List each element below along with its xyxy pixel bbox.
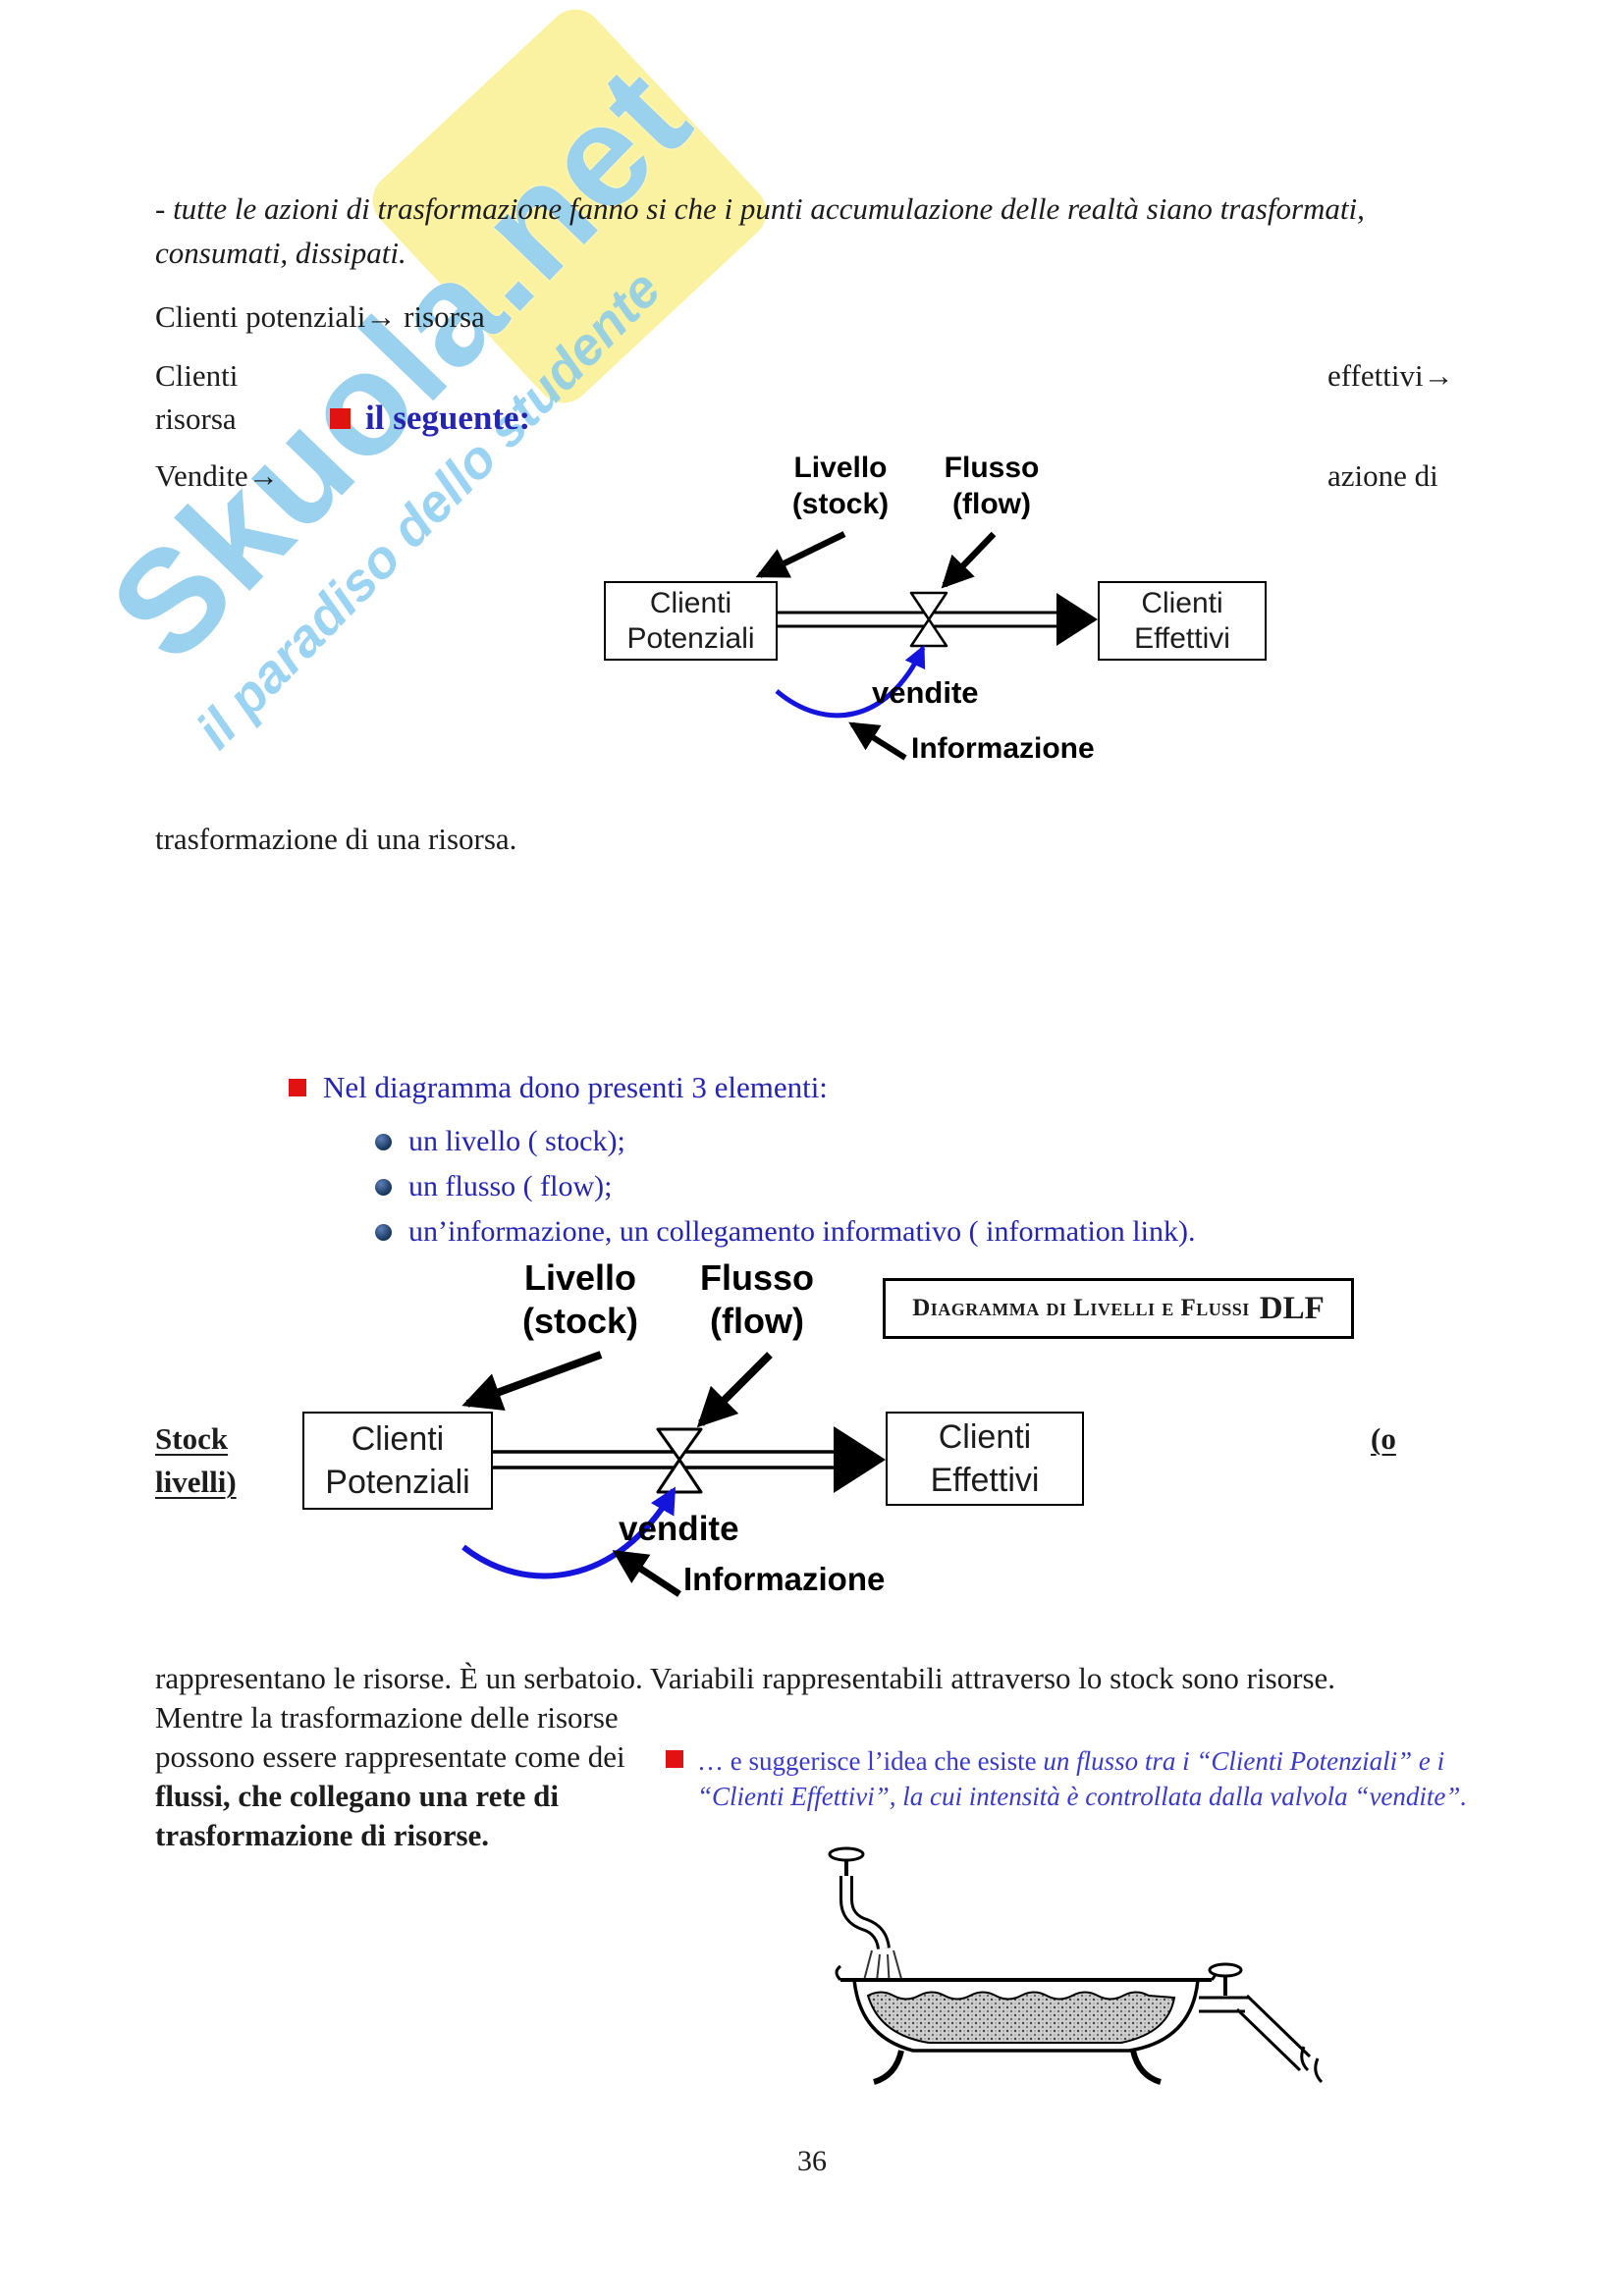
diagram2-canvas (461, 1351, 886, 1597)
box-text: Effettivi (1134, 621, 1230, 655)
flusso-label-line2: (flow) (952, 488, 1031, 520)
stock-box-clienti-effettivi: Clienti Effettivi (886, 1412, 1084, 1506)
list-item-label: un’informazione, un collegamento informa… (408, 1215, 1196, 1248)
livello-label-line1: Livello (793, 452, 888, 484)
red-square-bullet (289, 1079, 306, 1096)
intro-line-1: - tutte le azioni di trasformazione fann… (155, 191, 1365, 226)
intro-paragraph: - tutte le azioni di trasformazione fann… (155, 187, 1549, 275)
box-text: Effettivi (930, 1462, 1040, 1499)
stock-box-clienti-potenziali: Clienti Potenziali (604, 581, 778, 661)
clienti-word: Clienti (155, 358, 239, 393)
red-square-bullet (666, 1750, 683, 1768)
flusso-pointer-arrow (696, 1352, 773, 1428)
vendite-info-arc (775, 644, 926, 719)
box-text: Potenziali (325, 1464, 470, 1501)
page-number: 36 (797, 2145, 827, 2177)
livello-label: Livello (stock) (507, 1256, 654, 1343)
navy-bullet-icon (375, 1223, 392, 1241)
body-bold-text: flussi, che collegano una rete di trasfo… (155, 1779, 560, 1852)
box-text: Clienti (938, 1418, 1032, 1456)
dlf-title: Diagramma di Livelli e Flussi (912, 1295, 1250, 1321)
faucet-valve-icon (828, 1846, 865, 1880)
outlet-valve-icon (1208, 1962, 1243, 1996)
livello-label-line1: Livello (523, 1257, 637, 1298)
list-item-label: un flusso ( flow); (408, 1170, 613, 1202)
body-paragraph: rappresentano le risorse. È un serbatoio… (155, 1659, 1500, 1855)
navy-bullet-icon (375, 1133, 392, 1150)
stock-label-line2: livelli) (155, 1465, 237, 1499)
flusso-label-line2: (flow) (710, 1301, 804, 1341)
vendite-label: vendite (872, 675, 979, 710)
elements-heading: Nel diagramma dono presenti 3 elementi: (323, 1070, 828, 1104)
livello-label-line2: (stock) (791, 488, 890, 520)
flusso-label: Flusso (flow) (683, 1256, 831, 1343)
clienti-potenziali-line: Clienti potenziali→ risorsa (155, 299, 485, 334)
risorsa-word: risorsa (155, 401, 237, 436)
il-seguente-label: il seguente: (365, 399, 531, 437)
trasformazione-line: trasformazione di una risorsa. (155, 822, 517, 856)
stock-label-line1: Stock (155, 1421, 229, 1456)
list-item: un’informazione, un collegamento informa… (375, 1209, 1195, 1255)
stock-label-right: (o (1371, 1421, 1396, 1456)
informazione-label: Informazione (911, 732, 1095, 765)
vendite-label: vendite (619, 1510, 739, 1548)
informazione-pointer-arrow (612, 1550, 681, 1597)
flow-pipe-arrow (774, 593, 1098, 646)
dlf-title-box: Diagramma di Livelli e Flussi DLF (883, 1278, 1354, 1339)
livello-pointer-arrow (755, 531, 846, 578)
flusso-pointer-arrow (941, 531, 997, 589)
dlf-acronym: DLF (1259, 1290, 1325, 1326)
stock-flow-diagram-2: Livello (stock) Flusso (flow) Diagramma … (295, 1253, 1399, 1640)
vendite-info-arc (461, 1486, 677, 1579)
body-column: Mentre la trasformazione delle risorse p… (155, 1698, 651, 1855)
note-prefix: … e suggerisce l’idea che esiste (697, 1746, 1044, 1776)
flusso-label: Flusso (flow) (923, 450, 1060, 522)
livello-label-line2: (stock) (521, 1301, 639, 1341)
livello-label: Livello (stock) (772, 450, 909, 522)
bathtub-illustration (828, 1846, 1324, 2085)
valve-icon (656, 1427, 703, 1494)
faucet-spout (839, 1876, 891, 1950)
azione-di-word: azione di (1327, 458, 1438, 493)
stock-box-clienti-effettivi: Clienti Effettivi (1098, 581, 1267, 661)
note-row: … e suggerisce l’idea che esiste un flus… (666, 1743, 1500, 1814)
flow-pipe-arrow (489, 1426, 886, 1493)
red-square-bullet (330, 407, 351, 429)
box-text: Clienti (351, 1420, 445, 1458)
informazione-pointer-arrow (848, 721, 907, 761)
valve-icon (909, 591, 948, 648)
bathtub-body (835, 1964, 1218, 2085)
body-normal-text: Mentre la trasformazione delle risorse p… (155, 1700, 625, 1774)
elements-heading-row: Nel diagramma dono presenti 3 elementi: (289, 1070, 1195, 1105)
note-text: … e suggerisce l’idea che esiste un flus… (697, 1743, 1500, 1814)
vendite-word: Vendite→ (155, 458, 279, 493)
diagram1-canvas (755, 531, 1098, 761)
navy-bullet-icon (375, 1178, 392, 1196)
elements-items: un livello ( stock); un flusso ( flow); … (375, 1119, 1195, 1255)
flusso-label-line1: Flusso (944, 452, 1040, 484)
elements-list: Nel diagramma dono presenti 3 elementi: … (289, 1070, 1195, 1255)
stock-box-clienti-potenziali: Clienti Potenziali (302, 1412, 493, 1510)
outlet-pipe (1199, 1994, 1324, 2084)
list-item: un livello ( stock); (375, 1119, 1195, 1164)
box-text: Clienti (1141, 586, 1223, 619)
stock-flow-diagram-1: Livello (stock) Flusso (flow) Clienti Po… (577, 444, 1304, 787)
informazione-label: Informazione (683, 1561, 886, 1597)
box-text: Potenziali (626, 621, 755, 655)
note-rest: un flusso tra i “Clienti Potenziali” e i… (697, 1746, 1468, 1811)
flusso-label-line1: Flusso (699, 1257, 814, 1298)
list-item: un flusso ( flow); (375, 1164, 1195, 1209)
effettivi-word: effettivi→ (1327, 358, 1454, 393)
intro-line-2: consumati, dissipati. (155, 236, 406, 270)
il-seguente-row: il seguente: (330, 399, 530, 438)
livello-pointer-arrow (461, 1351, 603, 1412)
body-line1: rappresentano le risorse. È un serbatoio… (155, 1661, 1336, 1695)
box-text: Clienti (649, 586, 732, 619)
list-item-label: un livello ( stock); (408, 1125, 625, 1157)
